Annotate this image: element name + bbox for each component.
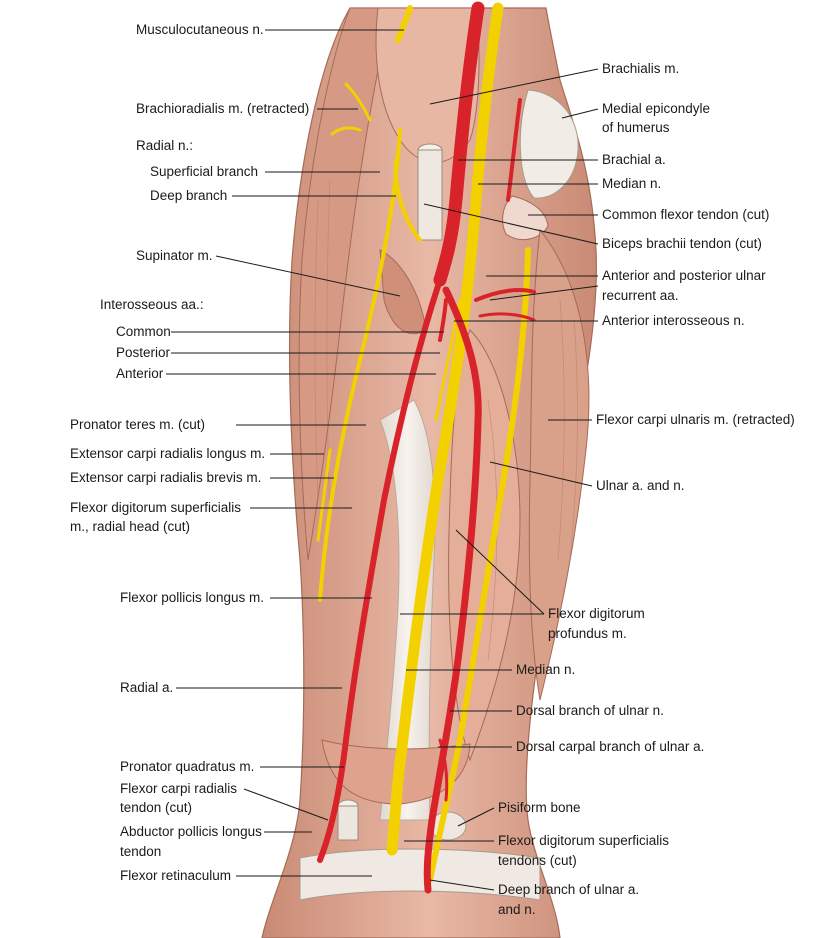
label-ulnar-artery-nerve: Ulnar a. and n. (596, 478, 685, 493)
median-nerve (386, 2, 504, 856)
label-brachioradialis: Brachioradialis m. (retracted) (136, 101, 310, 116)
brachioradialis-muscle (298, 7, 383, 561)
radial-nerve-superficial (318, 128, 402, 602)
label-common-flexor-tendon: Common flexor tendon (cut) (602, 207, 770, 222)
leader-lines (166, 29, 599, 891)
label-fds-tendons: Flexor digitorum superficialis (498, 833, 670, 848)
label-fcr-tendon: Flexor carpi radialis (120, 781, 238, 796)
biceps-tendon (417, 149, 443, 241)
dorsal-carpal-branch (438, 738, 449, 802)
label-radial-artery: Radial a. (120, 680, 174, 695)
label-superficial-branch: Superficial branch (150, 164, 259, 179)
label-pronator-teres: Pronator teres m. (cut) (70, 417, 206, 432)
label-pisiform: Pisiform bone (498, 800, 581, 815)
label-fds-tendons-2: tendons (cut) (498, 853, 577, 868)
label-musculocutaneous: Musculocutaneous n. (136, 22, 264, 37)
label-pronator-quadratus: Pronator quadratus m. (120, 759, 255, 774)
label-medial-epicondyle: Medial epicondyle (602, 101, 711, 116)
radial-artery (317, 277, 443, 863)
label-dorsal-ulnar-nerve: Dorsal branch of ulnar n. (516, 703, 664, 718)
flexor-carpi-ulnaris-muscle (528, 228, 590, 701)
muscle-striations (314, 179, 578, 661)
label-ulnar-recurrent-2: recurrent aa. (602, 288, 679, 303)
label-ecr-brevis: Extensor carpi radialis brevis m. (70, 470, 262, 485)
common-flexor-tendon (502, 195, 549, 241)
musculocutaneous-nerve (395, 5, 413, 43)
label-fcr-tendon-2: tendon (cut) (120, 800, 193, 815)
ulnar-artery (423, 286, 482, 894)
label-fdp-2: profundus m. (548, 626, 627, 641)
label-interosseous-aa: Interosseous aa.: (100, 297, 204, 312)
label-supinator: Supinator m. (136, 248, 213, 263)
ulnar-nerve (427, 247, 531, 883)
label-deep-branch: Deep branch (150, 188, 228, 203)
fcr-tendon-cut (337, 805, 359, 841)
radial-nerve-deep (393, 158, 422, 242)
label-common-interosseous: Common (116, 324, 171, 339)
label-apl-tendon: Abductor pollicis longus (120, 824, 262, 839)
label-deep-ulnar-branch: Deep branch of ulnar a. (498, 882, 640, 897)
common-interosseous-artery (438, 298, 448, 342)
label-fds-radial-head-2: m., radial head (cut) (70, 519, 191, 534)
label-flexor-carpi-ulnaris: Flexor carpi ulnaris m. (retracted) (596, 412, 795, 427)
label-brachialis: Brachialis m. (602, 61, 680, 76)
flexor-digitorum-profundus-muscle (448, 329, 521, 762)
label-flexor-pollicis-longus: Flexor pollicis longus m. (120, 590, 265, 605)
medial-epicondyle-bone (519, 89, 579, 199)
label-median-nerve-top: Median n. (602, 176, 662, 191)
label-brachial-artery: Brachial a. (602, 152, 666, 167)
label-anterior-interosseous-nerve: Anterior interosseous n. (602, 313, 745, 328)
brachial-artery (433, 1, 485, 287)
label-fds-radial-head: Flexor digitorum superficialis (70, 500, 242, 515)
label-ecr-longus: Extensor carpi radialis longus m. (70, 446, 266, 461)
label-deep-ulnar-branch-2: and n. (498, 902, 536, 917)
label-medial-epicondyle-2: of humerus (602, 120, 670, 135)
label-posterior-interosseous: Posterior (116, 345, 171, 360)
arteries (317, 1, 536, 894)
label-apl-tendon-2: tendon (120, 844, 162, 859)
label-radial-nerve: Radial n.: (136, 138, 194, 153)
label-ulnar-recurrent: Anterior and posterior ulnar (602, 268, 766, 283)
flexor-retinaculum-band (299, 848, 541, 901)
label-fdp: Flexor digitorum (548, 606, 645, 621)
label-flexor-retinaculum: Flexor retinaculum (120, 868, 232, 883)
label-median-nerve-low: Median n. (516, 662, 576, 677)
label-biceps-tendon: Biceps brachii tendon (cut) (602, 236, 762, 251)
nerves (316, 2, 531, 883)
label-dorsal-carpal-branch: Dorsal carpal branch of ulnar a. (516, 739, 705, 754)
label-anterior-interosseous: Anterior (116, 366, 164, 381)
ulnar-recurrent-arteries (474, 288, 536, 302)
